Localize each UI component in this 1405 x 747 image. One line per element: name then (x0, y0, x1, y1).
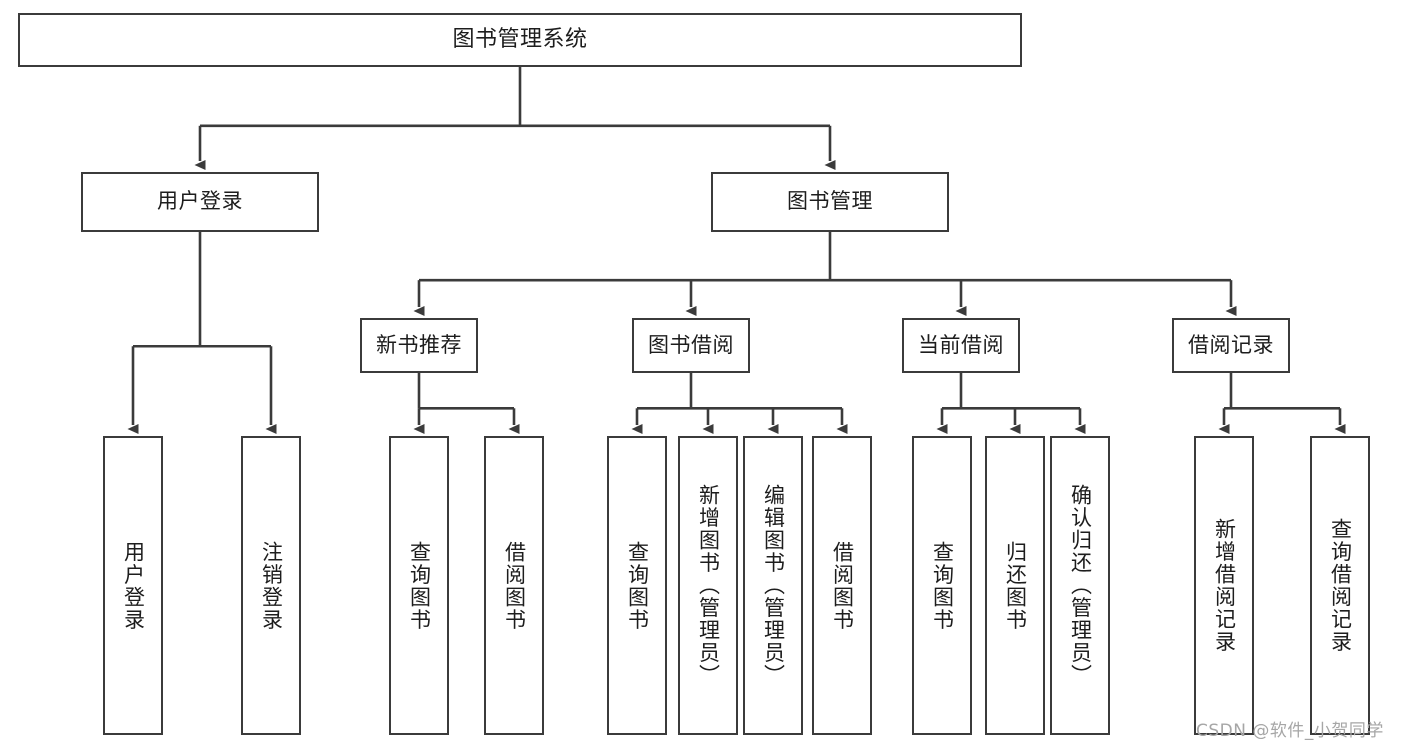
node-newbook[interactable]: 新书推荐 (360, 318, 478, 373)
node-label: 注销登录 (259, 540, 284, 631)
node-leaf-rc-query[interactable]: 查询借阅记录 (1310, 436, 1370, 735)
node-current[interactable]: 当前借阅 (902, 318, 1020, 373)
node-label: 编辑图书（管理员） (761, 484, 786, 687)
node-label: 借阅图书 (830, 540, 855, 631)
node-label: 查询图书 (625, 540, 650, 631)
node-label: 用户登录 (121, 540, 146, 631)
node-label: 确认归还（管理员） (1068, 484, 1093, 687)
node-borrow[interactable]: 图书借阅 (632, 318, 750, 373)
node-records[interactable]: 借阅记录 (1172, 318, 1290, 373)
node-leaf-logout[interactable]: 注销登录 (241, 436, 301, 735)
node-label: 借阅图书 (502, 540, 527, 631)
node-label: 新增图书（管理员） (696, 484, 721, 687)
node-leaf-bo-query[interactable]: 查询图书 (607, 436, 667, 735)
node-leaf-rc-add[interactable]: 新增借阅记录 (1194, 436, 1254, 735)
node-bookmgmt[interactable]: 图书管理 (711, 172, 949, 232)
node-label: 图书借阅 (648, 332, 734, 357)
node-label: 新增借阅记录 (1212, 518, 1237, 653)
node-label: 查询图书 (930, 540, 955, 631)
node-label: 新书推荐 (376, 332, 462, 357)
node-label: 借阅记录 (1188, 332, 1274, 357)
node-leaf-bo-edit[interactable]: 编辑图书（管理员） (743, 436, 803, 735)
node-leaf-cu-return[interactable]: 归还图书 (985, 436, 1045, 735)
node-label: 查询图书 (407, 540, 432, 631)
csdn-watermark: CSDN @软件_小贺同学 (1196, 721, 1384, 741)
node-leaf-cu-query[interactable]: 查询图书 (912, 436, 972, 735)
node-leaf-nb-borrow[interactable]: 借阅图书 (484, 436, 544, 735)
node-leaf-nb-query[interactable]: 查询图书 (389, 436, 449, 735)
node-leaf-login[interactable]: 用户登录 (103, 436, 163, 735)
node-label: 归还图书 (1003, 540, 1028, 631)
node-leaf-cu-confirm[interactable]: 确认归还（管理员） (1050, 436, 1110, 735)
node-label: 当前借阅 (918, 332, 1004, 357)
node-label: 查询借阅记录 (1328, 518, 1353, 653)
node-leaf-bo-borrow[interactable]: 借阅图书 (812, 436, 872, 735)
node-label: 图书管理系统 (452, 26, 588, 52)
node-label: 图书管理 (787, 189, 873, 214)
node-root[interactable]: 图书管理系统 (18, 13, 1022, 67)
node-label: 用户登录 (157, 189, 243, 214)
node-leaf-bo-add[interactable]: 新增图书（管理员） (678, 436, 738, 735)
node-login[interactable]: 用户登录 (81, 172, 319, 232)
